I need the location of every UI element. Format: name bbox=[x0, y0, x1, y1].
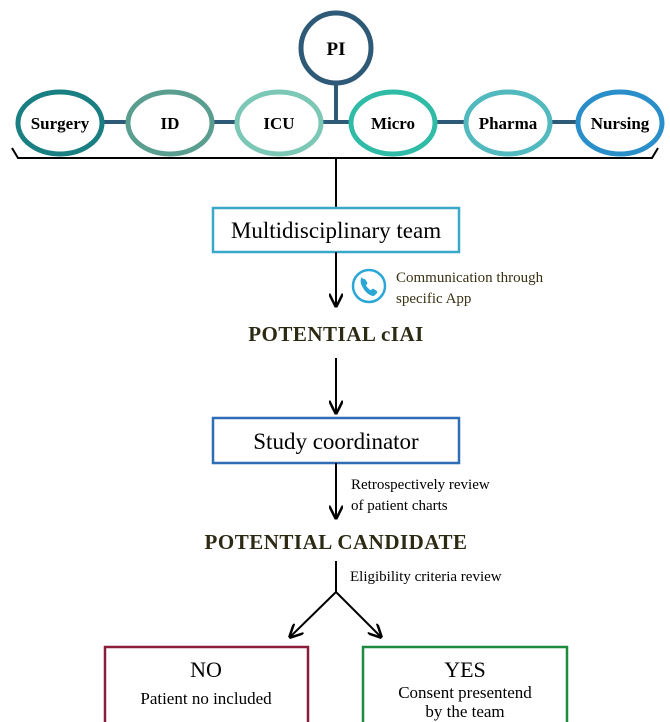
department-label: Pharma bbox=[479, 114, 538, 133]
team-label: Multidisciplinary team bbox=[231, 218, 441, 243]
coordinator-box bbox=[211, 416, 461, 465]
no-subtitle: Patient no included bbox=[140, 689, 272, 708]
department-label: Surgery bbox=[31, 114, 90, 133]
department-id: ID bbox=[125, 89, 215, 157]
department-pharma: Pharma bbox=[463, 89, 553, 157]
potential-candidate-heading: POTENTIAL CANDIDATE bbox=[205, 530, 468, 554]
arrow-to-yes bbox=[335, 591, 381, 637]
department-micro: Micro bbox=[348, 89, 438, 157]
department-icu: ICU bbox=[234, 89, 324, 157]
team-bracket bbox=[11, 147, 659, 159]
coordinator-label: Study coordinator bbox=[253, 429, 419, 454]
department-label: Nursing bbox=[591, 114, 650, 133]
yes-line1: Consent presentend bbox=[398, 683, 532, 702]
team-box bbox=[211, 206, 461, 254]
arrow-to-no bbox=[290, 591, 337, 637]
no-box bbox=[103, 645, 310, 722]
review-line2: of patient charts bbox=[351, 498, 448, 514]
pi-label: PI bbox=[327, 39, 346, 60]
yes-title: YES bbox=[444, 657, 486, 682]
phone-icon bbox=[351, 268, 387, 304]
review-line1: Retrospectively review bbox=[351, 477, 490, 493]
eligibility-label: Eligibility criteria review bbox=[350, 569, 502, 585]
communication-line1: Communication through bbox=[396, 270, 544, 286]
department-surgery: Surgery bbox=[15, 89, 105, 157]
pi-node bbox=[298, 10, 374, 86]
department-label: ICU bbox=[263, 114, 294, 133]
potential-ciai-heading: POTENTIAL cIAI bbox=[248, 322, 424, 346]
department-nursing: Nursing bbox=[575, 89, 665, 157]
department-label: ID bbox=[161, 114, 180, 133]
no-title: NO bbox=[190, 657, 222, 682]
yes-line2: by the team bbox=[425, 702, 504, 721]
yes-box bbox=[361, 645, 569, 722]
communication-line2: specific App bbox=[396, 291, 471, 307]
department-label: Micro bbox=[371, 114, 415, 133]
